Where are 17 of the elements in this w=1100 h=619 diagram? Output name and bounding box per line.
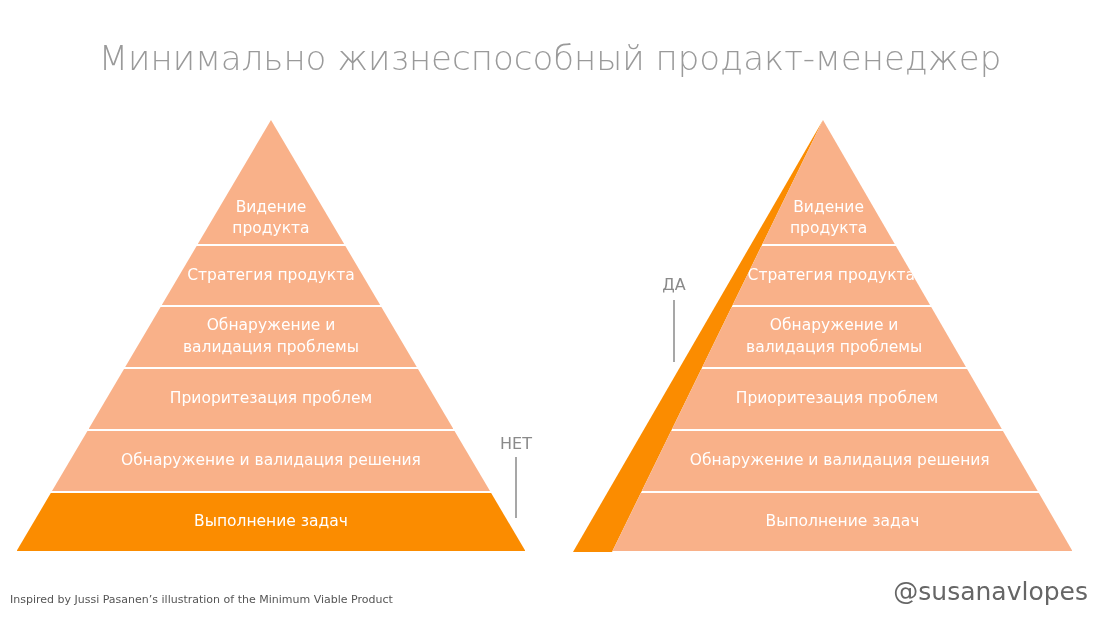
tier-label: Видение продукта <box>788 196 869 240</box>
title: Минимально жизнеспособный продакт-менеджер <box>97 38 1003 78</box>
tier-label: Приоритезация проблем <box>169 388 373 410</box>
tier-label: Стратегия продукта <box>747 264 916 286</box>
tier-label: Обнаружение и валидация решения <box>689 450 990 472</box>
tier-label: Обнаружение и валидация решения <box>121 450 421 472</box>
tier-label: Видение продукта <box>231 196 311 240</box>
tier-label: Приоритезация проблем <box>735 388 939 410</box>
marker-label: НЕТ <box>499 434 533 453</box>
marker-label: ДА <box>661 275 687 294</box>
tier-label: Стратегия продукта <box>187 264 355 286</box>
credit-note: Inspired by Jussi Pasanen’s illustration of the Minimum Viable Product <box>10 593 393 606</box>
author-handle: @susanavlopes <box>893 577 1088 606</box>
tier-label: Обнаружение и валидация проблемы <box>745 315 924 358</box>
tier-label: Выполнение задач <box>765 511 920 533</box>
tier-label: Обнаружение и валидация проблемы <box>181 315 361 358</box>
tier-label: Выполнение задач <box>194 511 348 533</box>
